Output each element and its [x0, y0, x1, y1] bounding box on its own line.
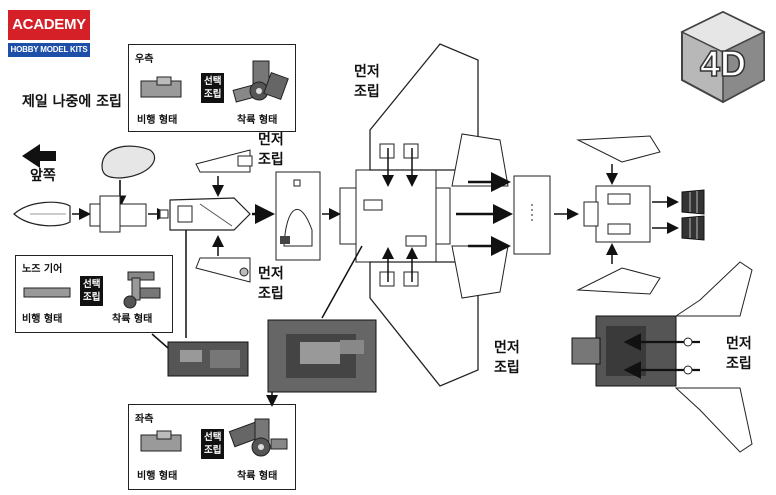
- left-gear-landing-part: [228, 418, 288, 457]
- 4d-badge-text: 4D: [700, 43, 746, 84]
- nose-gear-landing-label: 착륙 형태: [112, 314, 153, 325]
- nose-cone-part: [13, 201, 71, 227]
- engine-section-part: [583, 185, 651, 243]
- nose-gear-flight-part: [23, 287, 71, 298]
- rear-tail-fin-lower-part: [674, 387, 753, 453]
- nose-section-part: [89, 195, 147, 233]
- right-gear-flight-label: 비행 형태: [137, 115, 178, 126]
- logo-tagline: HOBBY MODEL KITS: [8, 43, 90, 57]
- rear-fuselage-dark-part: [571, 315, 677, 387]
- fuselage-bulkhead-part: [275, 171, 321, 261]
- left-gear-box: 좌측 선택 조립 비행 형태 착륙 형태: [128, 404, 296, 490]
- lower-intake-part: [195, 257, 251, 283]
- front-arrow-icon: [22, 144, 56, 168]
- main-fuselage-part: [339, 169, 451, 263]
- upper-intake-part: [195, 149, 253, 173]
- 4d-badge-icon: 4D: [680, 10, 766, 104]
- academy-logo: ACADEMY HOBBY MODEL KITS: [8, 10, 90, 58]
- right-gear-landing-label: 착륙 형태: [237, 115, 278, 126]
- assemble-last-label: 제일 나중에 조립: [22, 94, 122, 110]
- exhaust-nozzle-lower-part: [681, 215, 705, 241]
- left-gear-landing-label: 착륙 형태: [237, 471, 278, 482]
- left-gear-flight-label: 비행 형태: [137, 471, 178, 482]
- main-gear-bay-part: [267, 319, 377, 393]
- dust-assembly-label-3: 먼저 조립: [258, 266, 284, 302]
- upper-wing-part: [369, 43, 479, 171]
- nose-gear-box: 노즈 기어 선택 조립 비행 형태 착륙 형태: [15, 255, 173, 333]
- rear-section-part: [513, 175, 551, 255]
- dust-assembly-label-4: 먼저 조립: [494, 340, 520, 376]
- cockpit-section-part: [169, 197, 251, 231]
- lower-tail-fin-part: [451, 245, 509, 299]
- lower-wing-part: [369, 261, 479, 387]
- dust-assembly-label-2: 먼저 조립: [258, 132, 284, 168]
- logo-brand-name: ACADEMY: [8, 10, 90, 40]
- right-gear-select-badge: 선택 조립: [201, 73, 225, 103]
- nose-gear-landing-part: [123, 271, 161, 309]
- nose-gear-flight-label: 비행 형태: [22, 314, 63, 325]
- left-gear-flight-part: [140, 430, 182, 452]
- dust-assembly-label-5: 먼저 조립: [726, 336, 752, 372]
- nose-gear-title: 노즈 기어: [22, 264, 63, 275]
- right-gear-flight-part: [140, 76, 182, 98]
- front-direction-label: 앞쪽: [30, 168, 56, 184]
- left-gear-title: 좌측: [135, 414, 154, 425]
- right-gear-landing-part: [232, 60, 289, 103]
- upper-tail-fin-part: [451, 133, 509, 187]
- nose-gear-select-badge: 선택 조립: [80, 276, 104, 306]
- exhaust-nozzle-upper-part: [681, 189, 705, 215]
- left-gear-select-badge: 선택 조립: [201, 429, 225, 459]
- right-gear-title: 우측: [135, 54, 154, 65]
- dust-assembly-label-1: 먼저 조립: [354, 64, 380, 100]
- upper-engine-cover-part: [576, 135, 661, 163]
- right-gear-box: 우측 선택 조립 비행 형태 착륙 형태: [128, 44, 296, 132]
- nose-gear-bay-part: [167, 341, 249, 377]
- lower-engine-cover-part: [576, 267, 661, 295]
- rear-tail-fin-upper-part: [674, 261, 753, 317]
